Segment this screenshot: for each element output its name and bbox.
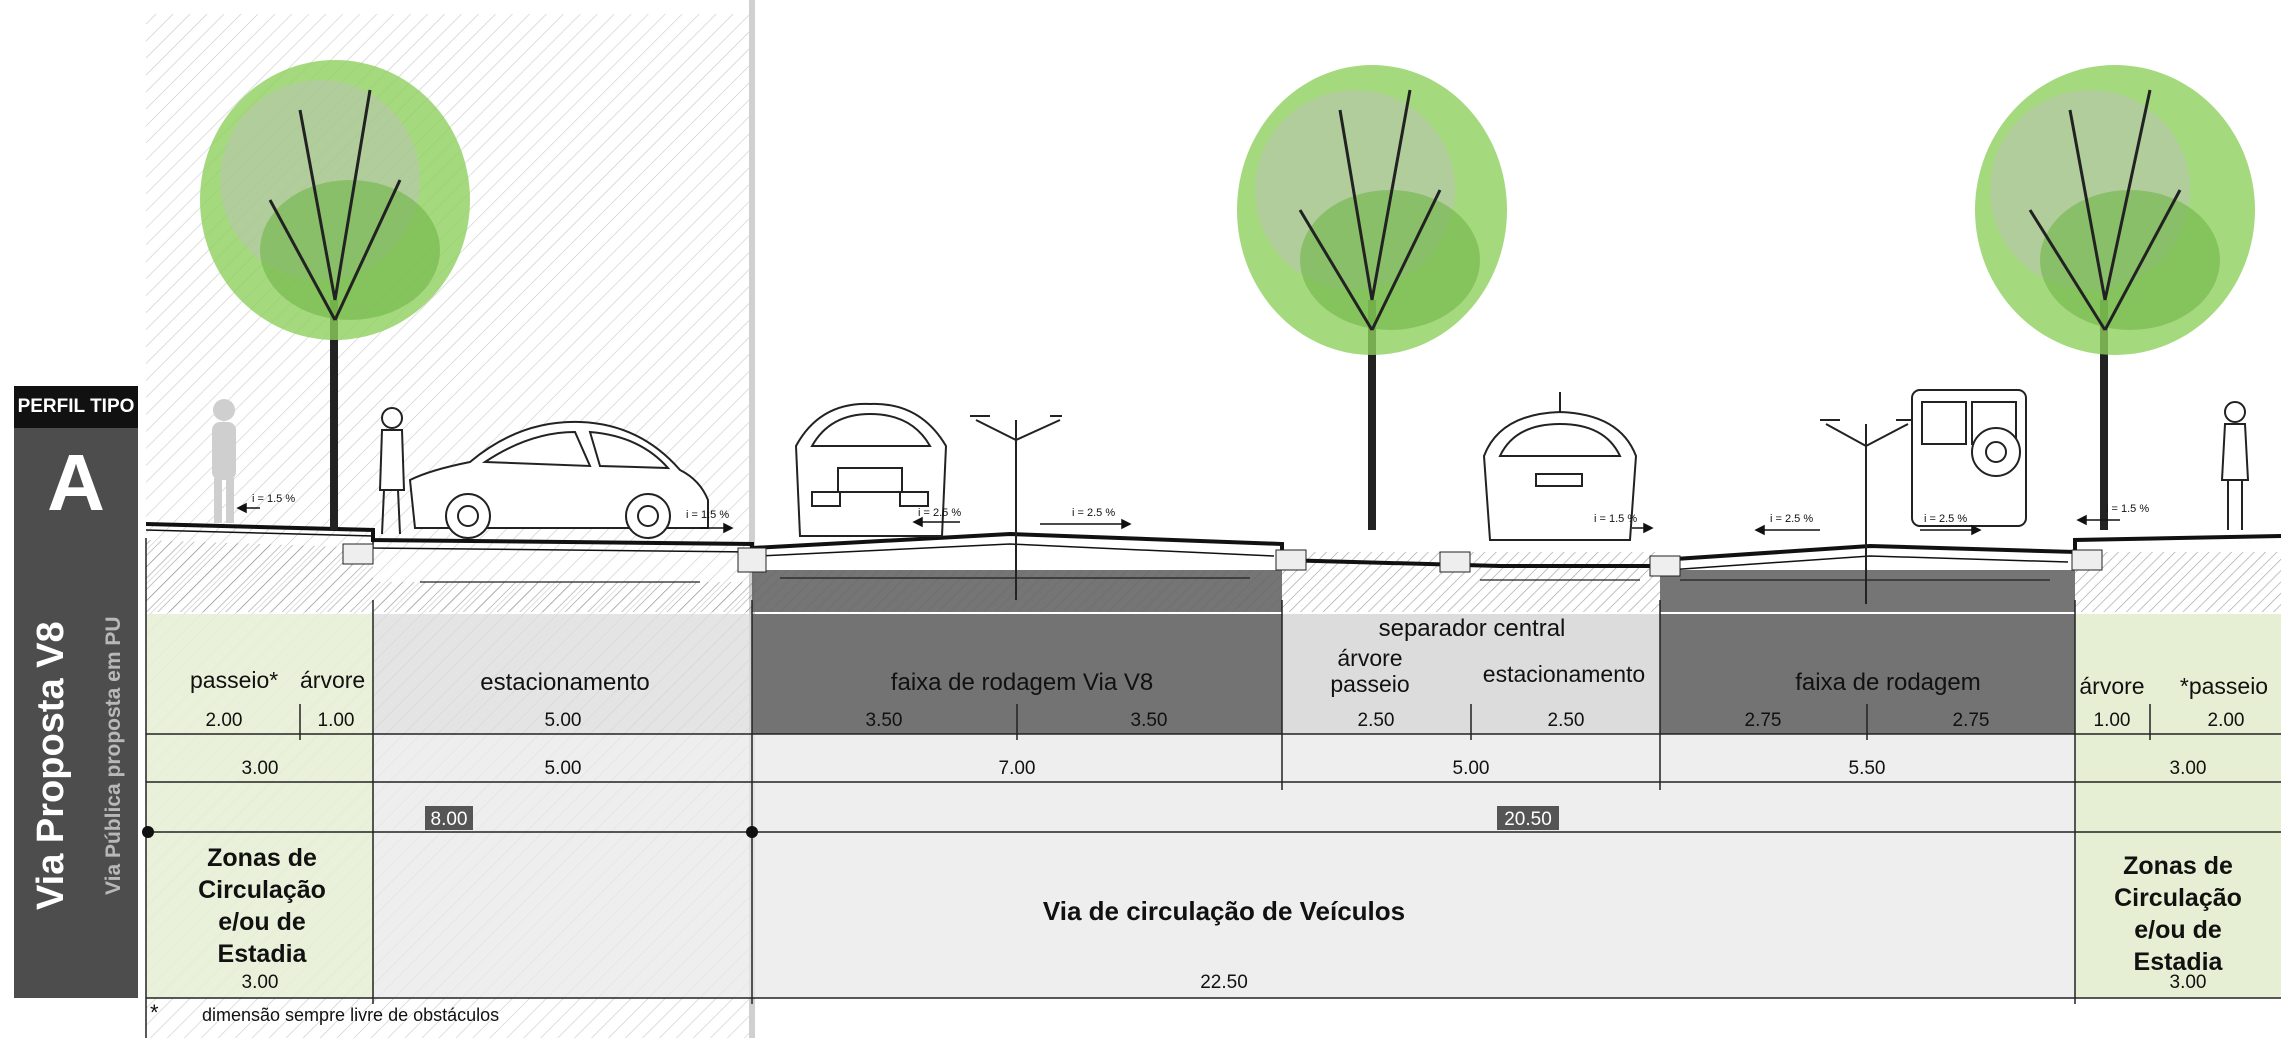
slope-label: i = 1.5 % [252,493,295,505]
zone-label-arvore-passeio-1: árvore [1337,645,1402,671]
jeep-rear-right [1911,389,2027,527]
car-front-v8 [794,402,948,537]
car-rear-median [1482,392,1638,541]
car-parked-left [408,420,709,539]
zone-label-estacionamento-left: estacionamento [480,669,649,696]
zonas-left-line: Estadia [218,940,308,968]
zonas-right-line: Estadia [2134,948,2224,976]
zone-label-faixa-right: faixa de rodagem [1795,669,1980,696]
slope-label: i = 1.5 % [2106,503,2149,515]
dim-row1: 1.00 [2094,710,2131,731]
tree-left [200,60,470,530]
zone-parking-left [373,614,752,734]
slope-label: i = 2.5 % [1072,507,1115,519]
road-title: Via Proposta V8 [30,621,72,910]
zonas-right-line: e/ou de [2134,916,2222,944]
zonas-left-line: Zonas de [207,844,317,872]
dim-row4: 3.00 [242,972,279,993]
tree-right [1975,65,2255,530]
dim-row1: 3.50 [866,710,903,731]
dim-row1: 2.00 [2208,710,2245,731]
zone-green-right [2075,614,2281,998]
dim-row1: 2.00 [206,710,243,731]
dim-row1: 2.75 [1745,710,1782,731]
zone-label-arvore-passeio-2: passeio [1330,671,1409,697]
person-right [2220,401,2250,530]
slope-label: i = 2.5 % [1770,513,1813,525]
title-panel [14,386,138,998]
zonas-right-line: Zonas de [2123,852,2233,880]
via-circulacao-label: Via de circulação de Veículos [1043,896,1405,926]
dim-row2: 3.00 [2170,758,2207,779]
street-lamp-1 [970,415,1062,600]
profile-letter: A [47,437,105,527]
person-loading [378,407,406,535]
perfil-tipo-label: PERFIL TIPO [14,386,138,428]
dim-row2: 5.50 [1849,758,1886,779]
zonas-right-line: Circulação [2114,884,2242,912]
dim-row1: 2.75 [1953,710,1990,731]
zonas-left-line: Circulação [198,876,326,904]
zone-grey-bottom [373,734,2075,998]
slope-label: i = 2.5 % [1924,513,1967,525]
zone-label-arvore-left: árvore [300,667,365,693]
dim-row4: 22.50 [1200,972,1248,993]
dim-row2: 5.00 [545,758,582,779]
slope-label: i = 2.5 % [918,507,961,519]
tree-center [1237,65,1507,530]
dim-row4: 3.00 [2170,972,2207,993]
zone-label-estacionamento-right: estacionamento [1483,661,1645,687]
zone-label-separador: separador central [1379,615,1566,642]
zone-label-arvore-right: árvore [2079,673,2144,699]
road-subtitle: Via Pública proposta em PU [102,616,125,895]
zonas-left-line: e/ou de [218,908,306,936]
person-left [212,399,236,523]
slope-label: i = 1.5 % [1594,513,1637,525]
footnote-text: dimensão sempre livre de obstáculos [202,1005,499,1025]
dim-row1: 3.50 [1131,710,1168,731]
slope-label: i = 1.5 % [686,509,729,521]
zone-label-faixa-v8: faixa de rodagem Via V8 [891,669,1153,696]
dim-row2: 5.00 [1453,758,1490,779]
dim-row2: 7.00 [999,758,1036,779]
dim-row1: 2.50 [1358,710,1395,731]
zone-label-passeio-left: passeio* [190,667,278,693]
dim-row1: 5.00 [545,710,582,731]
street-lamp-2 [1820,419,1912,604]
zone-green-left [146,614,373,998]
dim-row3-total-left: 8.00 [431,809,468,830]
footnote-star: * [150,1000,159,1025]
zone-label-passeio-right: *passeio [2180,673,2268,699]
dim-row3-total-right: 20.50 [1504,809,1552,830]
dim-row2: 3.00 [242,758,279,779]
dim-row1: 1.00 [318,710,355,731]
dim-row1: 2.50 [1548,710,1585,731]
